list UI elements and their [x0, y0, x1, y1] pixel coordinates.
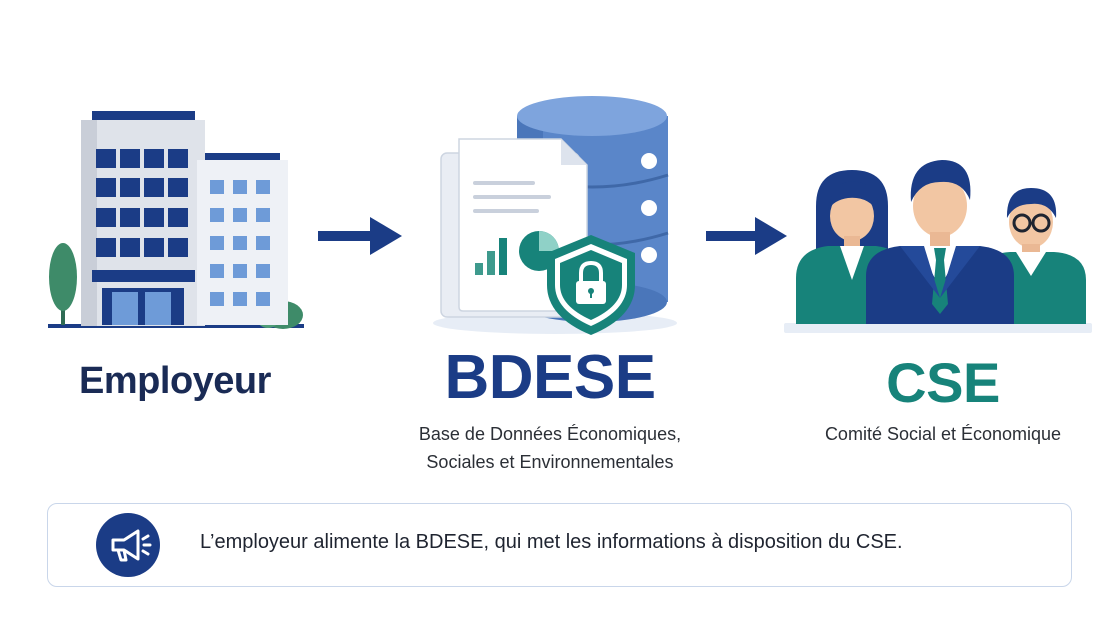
arrow-right-icon	[318, 217, 402, 255]
bdese-subtitle-line-2: Sociales et Environnementales	[426, 452, 674, 472]
bdese-illustration	[425, 95, 690, 340]
megaphone-icon	[96, 513, 160, 577]
bdese-subtitle-line-1: Base de Données Économiques,	[418, 424, 682, 444]
bar-chart-icon	[475, 238, 507, 275]
building-icon	[48, 111, 304, 329]
shield-lock-icon	[547, 235, 635, 335]
arrow-right-icon	[706, 217, 787, 255]
info-note: L’employeur alimente la BDESE, qui met l…	[47, 503, 1072, 587]
info-note-text: L’employeur alimente la BDESE, qui met l…	[200, 531, 903, 553]
people-group-icon	[784, 160, 1092, 333]
step-title-bdese: BDESE	[444, 343, 656, 412]
step-subtitle-bdese: Base de Données Économiques, Sociales et…	[380, 420, 720, 476]
step-subtitle-cse: Comité Social et Économique	[824, 424, 1062, 444]
step-title-employeur: Employeur	[79, 360, 271, 402]
step-title-cse: CSE	[886, 351, 1000, 414]
